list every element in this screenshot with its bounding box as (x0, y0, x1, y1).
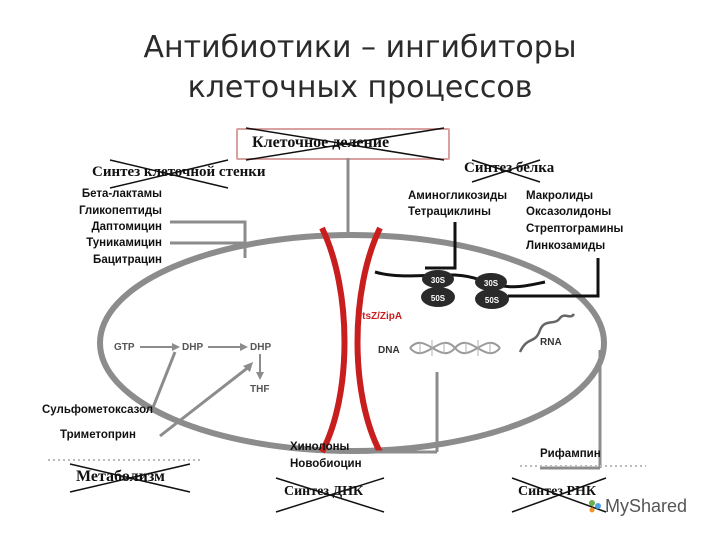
protein-drug-right: Линкозамиды (526, 240, 606, 252)
label-gtp: GTP (114, 342, 135, 353)
connector-trimeth (159, 364, 251, 438)
cell-wall-drug: Бета-лактамы (81, 188, 162, 200)
label-thf: THF (250, 384, 270, 395)
arrow-gtp-dhp-head (172, 343, 180, 351)
mrna-strand (374, 270, 546, 289)
ribosome-left-small (422, 270, 454, 288)
cell-division-label: Клеточное деление (252, 134, 390, 151)
rna-drug: Рифампин (540, 448, 601, 460)
ribosome-right-large (475, 289, 509, 309)
cell-wall-drug: Даптомицин (91, 221, 162, 233)
protein-drug-left: Аминогликозиды (408, 190, 508, 202)
connector-sulfa (150, 351, 177, 411)
metabolism-label: Метаболизм (76, 468, 165, 485)
metabolism-drug: Триметоприн (60, 429, 136, 441)
cross-dna-2 (275, 477, 385, 513)
cell-wall-drug: Туникамицин (86, 237, 162, 249)
page-title-line2: клеточных процессов (187, 70, 533, 105)
protein-drug-right: Стрептограмины (526, 223, 624, 235)
cross-division-2 (245, 127, 445, 161)
ribosome-label-30s-right: 30S (484, 279, 499, 288)
label-dhp-1: DHP (182, 342, 204, 353)
protein-drug-right: Оксазолидоны (526, 206, 612, 218)
myshared-logo-text: MyShared (605, 496, 688, 516)
cell-wall-synthesis-label: Синтез клеточной стенки (92, 164, 266, 180)
metabolism-drug: Сульфометоксазол (42, 404, 154, 416)
protein-drug-right: Макролиды (526, 190, 594, 202)
protein-synthesis-label: Синтез белка (464, 160, 555, 176)
myshared-logo: MyShared (588, 496, 687, 517)
dna-drug: Новобиоцин (290, 458, 362, 470)
protein-drug-left: Тетрациклины (408, 206, 491, 218)
dna-synthesis-label: Синтез ДНК (284, 484, 364, 499)
dna-drug: Хинолоны (290, 441, 350, 453)
connector-amino (425, 222, 457, 270)
cross-cellwall-2 (109, 159, 229, 189)
cell-membrane (97, 232, 607, 454)
label-rna: RNA (540, 337, 562, 348)
ribosome-label-50s-left: 50S (431, 294, 446, 303)
division-ring-right (354, 226, 383, 454)
myshared-logo-icon (588, 497, 602, 513)
division-ring-left (319, 226, 348, 454)
ribosome-left-large (421, 287, 455, 307)
connector-cell-wall (170, 220, 247, 245)
label-dhp-2: DHP (250, 342, 272, 353)
dna-strand-b (409, 341, 501, 355)
cross-metabolism-2 (69, 463, 191, 493)
arrow-dhp-dhp-head (240, 343, 248, 351)
ribosome-right-small (475, 273, 507, 291)
rna-strand (518, 313, 576, 353)
cell-wall-drug: Гликопептиды (78, 205, 162, 217)
label-dna: DNA (378, 345, 400, 356)
label-ftsz: FtsZ/ZipA (356, 311, 403, 322)
connector-macrolide (508, 258, 600, 298)
connector-cell-wall-2 (170, 241, 247, 258)
ribosome-label-30s-left: 30S (431, 276, 446, 285)
cross-rna-2 (511, 477, 607, 513)
connector-trimeth-arrowhead (243, 362, 253, 372)
arrow-dhp-thf-head (256, 372, 264, 380)
cross-protein-2 (471, 159, 541, 183)
cell-wall-drug: Бацитрацин (93, 254, 162, 266)
rna-synthesis-label: Синтез РНК (518, 484, 597, 499)
ribosome-label-50s-right: 50S (485, 296, 500, 305)
page-title-line1: Антибиотики – ингибиторы (143, 30, 577, 65)
